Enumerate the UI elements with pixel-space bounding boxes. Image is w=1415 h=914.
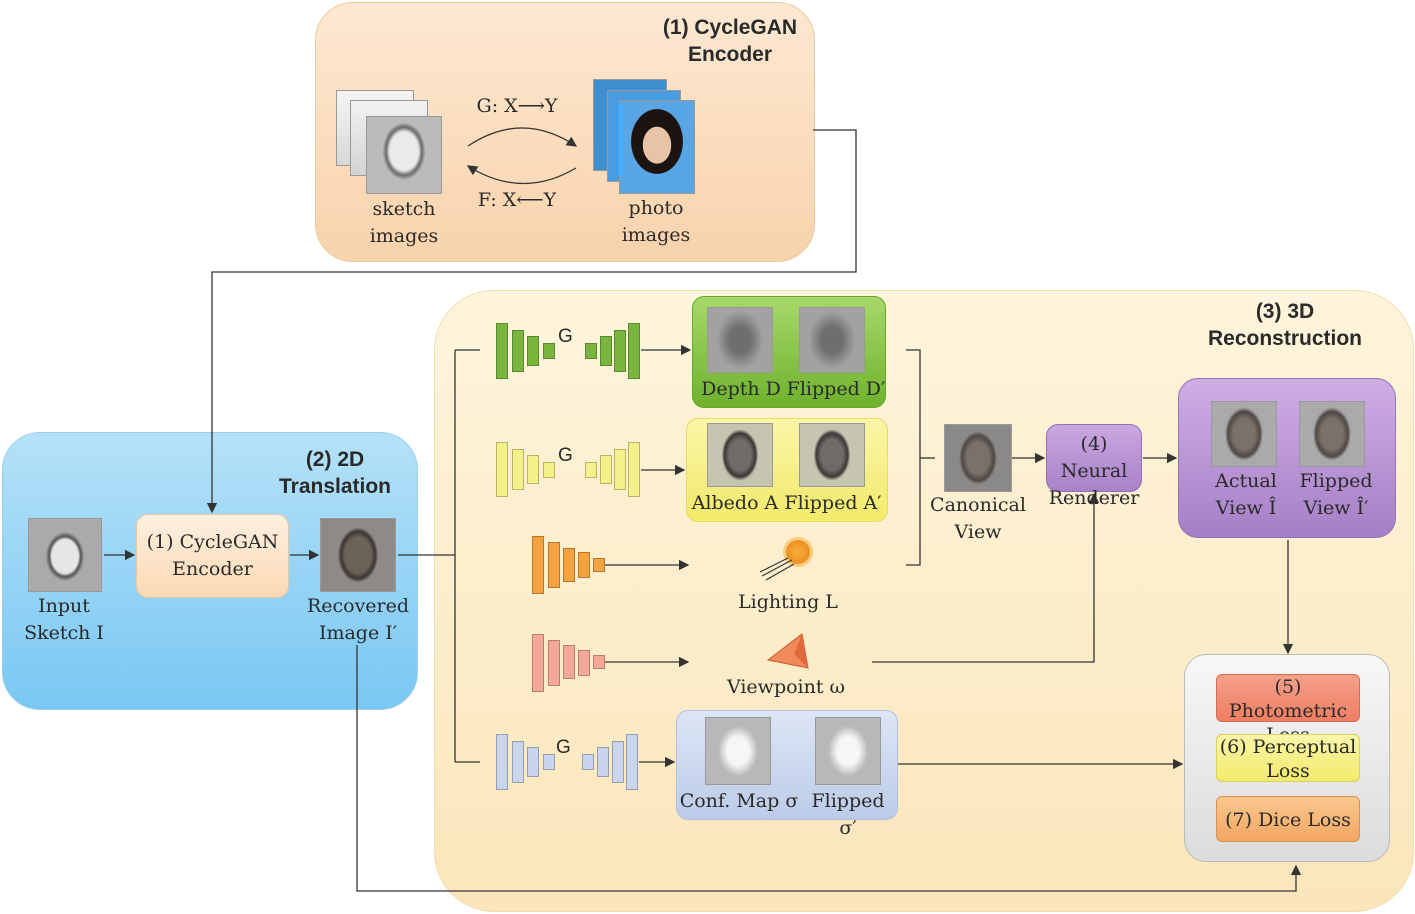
- depth-flipped-image: [799, 307, 865, 373]
- translation-panel-title: (2) 2D Translation: [262, 446, 408, 500]
- confidence-map-image: [705, 717, 771, 785]
- input-label-line2: Sketch I: [24, 622, 104, 644]
- albedo-flipped-image: [799, 423, 865, 487]
- photometric-loss-box[interactable]: (5) Photometric Loss: [1216, 674, 1360, 746]
- lighting-label: Lighting L: [738, 591, 838, 613]
- encoder-box-line2: Encoder: [172, 558, 253, 580]
- confidence-g-label: G: [556, 737, 571, 758]
- recovered-label-line1: Recovered: [306, 595, 410, 617]
- flipped-label-line1: Flipped: [1299, 470, 1373, 492]
- albedo-image: [707, 423, 773, 487]
- actual-label-line1: Actual: [1215, 470, 1277, 492]
- confidence-flipped-image: [815, 717, 881, 785]
- photo-image-front: [619, 100, 695, 194]
- renderer-line1: (4) Neural: [1060, 433, 1128, 482]
- input-sketch-label: Input Sketch I: [6, 593, 122, 647]
- cyclegan-title-line1: (1) CycleGAN: [662, 16, 798, 39]
- input-label-line1: Input: [38, 595, 90, 617]
- photo-label-line1: photo: [628, 197, 684, 219]
- conf-flipped-label: Flipped σ′: [811, 790, 885, 839]
- albedo-flipped-label: Flipped A′: [784, 492, 882, 514]
- input-sketch-image: [28, 518, 102, 592]
- photo-images-label: photo images: [604, 195, 708, 249]
- sketch-images-label: sketch images: [352, 196, 456, 250]
- canonical-label-line2: View: [954, 521, 1002, 543]
- perceptual-line1: (6) Perceptual: [1219, 736, 1357, 758]
- recovered-image: [320, 518, 396, 592]
- sketch-label-line1: sketch: [372, 198, 436, 220]
- rendered-views-box: [1178, 378, 1396, 538]
- photo-label-line2: images: [621, 224, 691, 246]
- neural-renderer-box[interactable]: (4) Neural Renderer: [1046, 424, 1142, 509]
- encoder-box-line1: (1) CycleGAN: [146, 531, 279, 553]
- reconstruction-title-line1: (3) 3D: [1255, 300, 1315, 323]
- depth-output-box: [692, 296, 886, 408]
- cyclegan-encoder-box[interactable]: (1) CycleGAN Encoder: [136, 514, 289, 598]
- photometric-line1: (5) Photometric: [1228, 676, 1348, 722]
- depth-g-label: G: [558, 326, 573, 347]
- sketch-label-line2: images: [369, 225, 439, 247]
- translation-title-line1: (2) 2D: [305, 448, 365, 471]
- renderer-line2: Renderer: [1048, 487, 1140, 509]
- recovered-label-line2: Image I′: [318, 622, 398, 644]
- viewpoint-label: Viewpoint ω: [726, 676, 846, 698]
- sun-icon: [786, 540, 810, 564]
- reconstruction-title-line2: Reconstruction: [1207, 327, 1362, 350]
- perceptual-loss-box[interactable]: (6) Perceptual Loss: [1216, 734, 1360, 782]
- f-mapping-label: F: X⟵Y: [477, 189, 557, 211]
- albedo-g-label: G: [558, 445, 573, 466]
- actual-view-image: [1211, 401, 1277, 467]
- flipped-label-line2: View Î′: [1303, 497, 1369, 519]
- actual-label-line2: View Î: [1215, 497, 1277, 519]
- flipped-view-image: [1299, 401, 1365, 467]
- depth-label: Depth D: [701, 378, 781, 400]
- g-mapping-label: G: X⟶Y: [476, 95, 558, 117]
- translation-title-line2: Translation: [278, 475, 392, 498]
- reconstruction-panel-title: (3) 3D Reconstruction: [1196, 298, 1374, 352]
- albedo-label: Albedo A: [691, 492, 779, 514]
- recovered-image-label: Recovered Image I′: [300, 593, 416, 647]
- flipped-view-label: Flipped View Î′: [1290, 468, 1382, 522]
- conf-map-label: Conf. Map σ: [679, 790, 799, 812]
- actual-view-label: Actual View Î: [1196, 468, 1296, 522]
- cyclegan-title-line2: Encoder: [687, 43, 773, 66]
- canonical-view-image: [944, 424, 1012, 492]
- sketch-image-front: [366, 116, 442, 194]
- canonical-label-line1: Canonical: [930, 494, 1026, 516]
- cyclegan-panel-title: (1) CycleGAN Encoder: [648, 14, 812, 68]
- canonical-view-label: Canonical View: [924, 492, 1032, 546]
- depth-map-image: [707, 307, 773, 373]
- albedo-output-box: [686, 418, 888, 522]
- camera-frustum-icon: [766, 633, 809, 669]
- perceptual-line2: Loss: [1266, 760, 1310, 782]
- light-rays-icon: [759, 557, 795, 581]
- depth-flipped-label: Flipped D′: [786, 378, 886, 400]
- dice-loss-box[interactable]: (7) Dice Loss: [1216, 796, 1360, 842]
- confidence-output-box: [676, 710, 898, 820]
